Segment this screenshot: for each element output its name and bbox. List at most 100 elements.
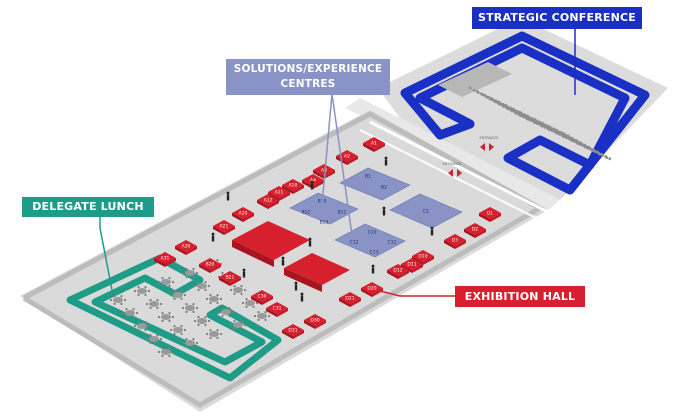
booth-d12: D12	[387, 264, 409, 279]
seat	[536, 122, 540, 126]
entrance-arrow-icon	[480, 143, 494, 151]
booth-a31: A31	[154, 252, 176, 267]
seat	[540, 124, 544, 128]
booth-side	[313, 170, 324, 179]
lunch-table	[229, 320, 247, 330]
lunch-table	[253, 311, 271, 321]
seat	[579, 143, 583, 147]
lunch-table	[169, 290, 187, 300]
booth-side	[268, 200, 279, 209]
seat	[493, 100, 497, 104]
person-icon	[281, 256, 285, 266]
booth-a21: A21	[213, 220, 235, 235]
lunch-table	[145, 334, 163, 344]
lunch-table	[133, 286, 151, 296]
booth-label: D1	[487, 211, 493, 217]
booth-label: C1	[423, 209, 429, 215]
seat	[576, 142, 580, 146]
strategic-conference-text: STRATEGIC CONFERENCE	[477, 11, 637, 24]
seat	[485, 95, 489, 99]
seat	[569, 138, 573, 142]
person-icon	[300, 292, 304, 302]
seat	[502, 105, 505, 108]
person-icon	[371, 264, 375, 274]
seat	[562, 135, 565, 139]
booth-side	[199, 264, 210, 273]
booth-c1	[389, 193, 463, 229]
booth-label: A30	[182, 244, 191, 250]
seat	[529, 118, 532, 122]
booth-side	[257, 200, 268, 209]
booth-side	[279, 192, 290, 201]
lunch-table	[157, 312, 175, 322]
booth-a20: A20	[232, 207, 254, 222]
person-icon	[382, 206, 386, 216]
person-icon	[211, 232, 215, 242]
booth-label: B2	[381, 185, 387, 191]
strategic-conference-frame	[400, 31, 650, 195]
seat	[526, 117, 529, 121]
exhibition-hall-text: EXHIBITION HALL	[464, 290, 576, 303]
seat	[555, 131, 558, 135]
seat	[543, 125, 547, 129]
booth-side	[251, 296, 262, 305]
booth-label: A3	[321, 168, 327, 174]
person-icon	[430, 226, 434, 236]
seat	[601, 153, 604, 157]
booth-a12: A12	[257, 194, 279, 209]
booth-label: A2	[344, 154, 350, 160]
solutions-text-line1: SOLUTIONS/EXPERIENCE	[233, 63, 383, 75]
lunch-table	[193, 281, 211, 291]
booth-d11: D11	[401, 258, 423, 273]
booth-side	[475, 229, 486, 238]
booth-label: B1	[365, 174, 371, 180]
walkway-line	[369, 120, 549, 214]
booth-side	[444, 240, 455, 249]
booth-label: A4	[310, 178, 316, 184]
booth-side	[401, 264, 412, 273]
delegate-lunch-frame	[66, 254, 282, 382]
booth-side	[398, 270, 409, 279]
booth-label: A12	[264, 198, 273, 204]
booth-side	[154, 258, 165, 267]
seat	[598, 152, 601, 156]
booth-label: A1	[371, 141, 377, 147]
entrance-sign: ENTRANCE	[443, 162, 462, 166]
lunch-table	[229, 285, 247, 295]
booth-d2: D2	[464, 223, 486, 238]
booth-label: C30	[258, 294, 267, 300]
person-icon	[294, 281, 298, 291]
booth-label: D12	[393, 268, 402, 274]
lunch-table	[217, 307, 235, 317]
booth-side	[213, 226, 224, 235]
booth-side	[350, 298, 361, 307]
booth-label: A20	[239, 211, 248, 217]
booth-large-red	[232, 221, 310, 260]
booth-label: A10	[289, 183, 298, 189]
solutions-leader-line	[331, 93, 353, 236]
lunch-table	[205, 294, 223, 304]
booth-side	[361, 288, 372, 297]
seat	[586, 146, 590, 150]
seat	[547, 128, 551, 132]
delegate-lunch-text: DELEGATE LUNCH	[32, 200, 144, 213]
booth-side	[339, 298, 350, 307]
booth-d21: D21	[339, 292, 361, 307]
booth-side	[363, 143, 374, 152]
booth-a30: A30	[175, 240, 197, 255]
seat	[583, 145, 587, 149]
solutions-leader-line	[321, 93, 333, 206]
booth-side	[175, 246, 186, 255]
seat	[498, 102, 501, 106]
lunch-table	[157, 347, 175, 357]
seat	[608, 157, 612, 161]
lunch-table	[121, 308, 139, 318]
seat	[605, 156, 609, 160]
booth-a1: A1	[363, 137, 385, 152]
booth-large-red-side	[284, 268, 322, 292]
lunch-table	[181, 268, 199, 278]
booth-side	[224, 226, 235, 235]
booth-label: C31	[273, 306, 282, 312]
booth-label: C11	[388, 240, 397, 246]
booth-side	[304, 320, 315, 329]
